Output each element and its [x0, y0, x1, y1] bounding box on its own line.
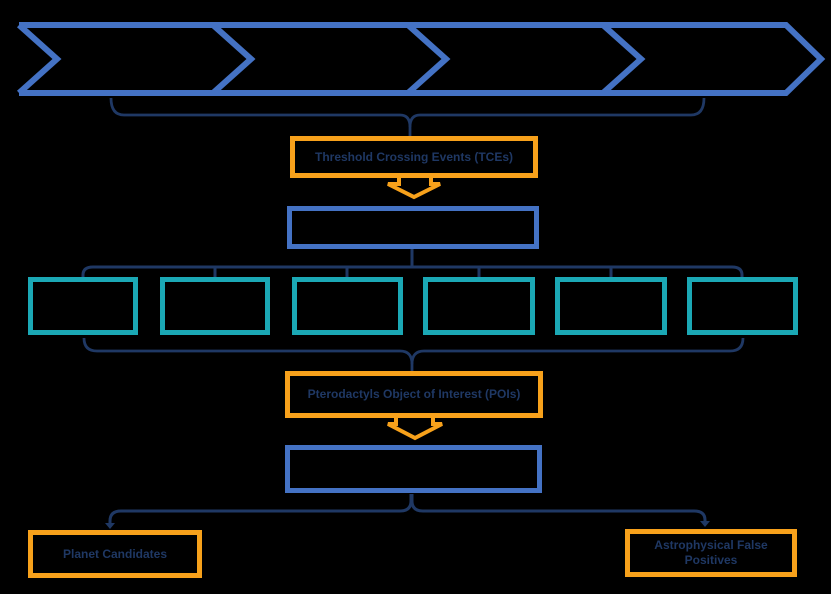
- split-right-elbow: [410, 494, 707, 522]
- planet-candidates-box: Planet Candidates: [28, 530, 202, 578]
- detail-box-3: [292, 277, 403, 335]
- down-arrow-icon: [387, 417, 443, 441]
- branch-rail: [81, 265, 744, 277]
- chevron-separator-3: [600, 22, 646, 96]
- tce-list-box: [287, 206, 539, 249]
- branch-to-detail-boxes: [81, 249, 744, 277]
- detail-box-2: [160, 277, 270, 335]
- poi-box: Pterodactyls Object of Interest (POIs): [285, 371, 543, 418]
- down-arrow-icon: [387, 177, 441, 200]
- tce-label: Threshold Crossing Events (TCEs): [314, 149, 514, 164]
- brace-top-right-half: [408, 97, 706, 128]
- brace-bottom-left-half: [82, 337, 414, 371]
- chevron-process-band: [16, 22, 826, 96]
- detail-box-5: [555, 277, 667, 335]
- brace-bottom-right-half: [410, 337, 745, 365]
- outcome-split-connector: [105, 494, 710, 529]
- brace-top: [109, 97, 706, 136]
- tce-box: Threshold Crossing Events (TCEs): [290, 136, 538, 178]
- detail-box-6: [687, 277, 798, 335]
- arrowhead-right-icon: [700, 521, 710, 527]
- detail-box-1: [28, 277, 138, 335]
- results-box: [285, 445, 542, 493]
- split-left-elbow: [108, 494, 413, 524]
- brace-top-left-half: [109, 97, 412, 136]
- brace-bottom: [82, 337, 745, 371]
- arrowhead-left-icon: [105, 523, 115, 529]
- chevron-band-outline: [19, 22, 826, 96]
- chevron-notch-start: [16, 22, 62, 96]
- planet-candidates-label: Planet Candidates: [62, 546, 168, 561]
- detail-box-4: [423, 277, 535, 335]
- chevron-separator-1: [210, 22, 256, 96]
- astrophysical-false-positives-label: Astrophysical False Positives: [654, 538, 768, 567]
- poi-label: Pterodactyls Object of Interest (POIs): [307, 387, 521, 401]
- chevron-separator-2: [405, 22, 451, 96]
- astrophysical-false-positives-box: Astrophysical False Positives: [625, 529, 797, 577]
